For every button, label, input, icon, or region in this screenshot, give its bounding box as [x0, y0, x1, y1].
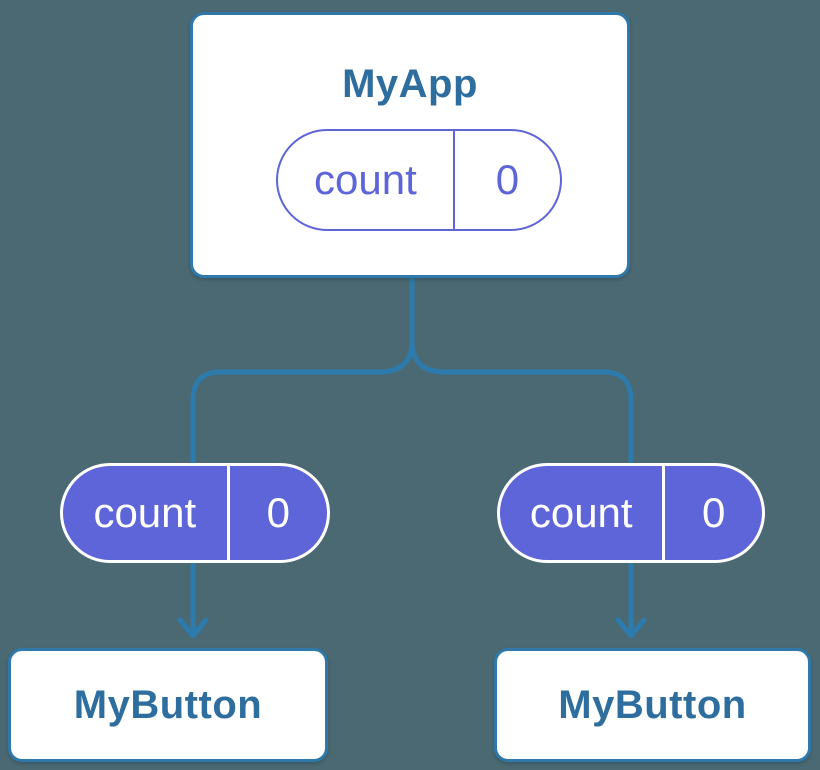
connector-branch-right — [409, 339, 634, 635]
node-mybutton-right-label: MyButton — [558, 682, 747, 727]
state-value: 0 — [495, 156, 520, 203]
arrowhead-right-icon — [615, 617, 647, 639]
node-mybutton-left-label: MyButton — [73, 682, 263, 727]
connector-branch-left — [190, 339, 415, 635]
state-key-label: count — [278, 131, 455, 229]
arrowhead-left-icon — [177, 617, 209, 639]
node-mybutton-right: MyButton — [494, 648, 811, 762]
state-pill-right: count 0 — [497, 463, 765, 563]
state-pill-left: count 0 — [60, 463, 330, 563]
state-value: 0 — [266, 489, 291, 536]
node-myapp-label: MyApp — [342, 62, 478, 106]
state-key-label: count — [63, 466, 230, 560]
state-value: 0 — [702, 489, 726, 536]
node-mybutton-left: MyButton — [8, 648, 328, 762]
state-key-label: count — [500, 466, 666, 560]
state-pill-myapp: count 0 — [276, 129, 562, 231]
